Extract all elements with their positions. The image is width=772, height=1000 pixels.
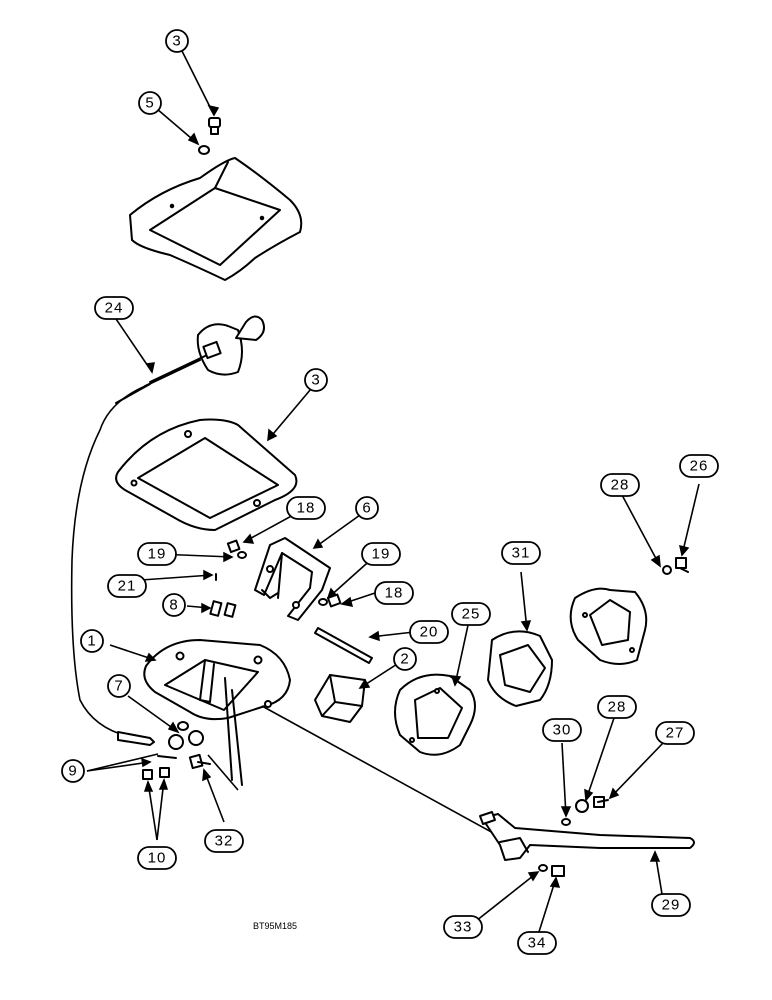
svg-text:9: 9 — [68, 763, 77, 780]
bolt-4 — [208, 117, 221, 135]
boot-3 — [115, 418, 298, 531]
svg-text:1: 1 — [87, 633, 96, 650]
washer-5 — [198, 145, 210, 155]
washer-19-right — [318, 598, 328, 606]
callout-3: 3 — [304, 368, 328, 392]
callout-27: 27 — [655, 721, 695, 745]
svg-text:20: 20 — [420, 624, 439, 641]
bolt-8 — [209, 600, 237, 618]
svg-text:29: 29 — [662, 897, 681, 914]
callout-1: 1 — [80, 629, 104, 653]
callout-25: 25 — [451, 602, 491, 626]
svg-text:34: 34 — [528, 935, 547, 952]
drawing-code: BT95M185 — [253, 921, 297, 931]
callout-6: 6 — [355, 496, 379, 520]
bolt-32 — [188, 753, 211, 770]
washer-29 — [561, 818, 571, 826]
pin-9 — [157, 755, 177, 759]
svg-text:18: 18 — [297, 500, 316, 517]
callout-26: 26 — [679, 454, 719, 478]
callout-19-right: 19 — [361, 542, 401, 566]
callout-7: 7 — [107, 674, 131, 698]
washer-33 — [538, 864, 548, 872]
leader-arrowheads — [141, 104, 690, 888]
callout-2: 2 — [393, 647, 417, 671]
callout-33: 33 — [443, 915, 483, 939]
callout-20: 20 — [409, 620, 449, 644]
washer-28-upper — [662, 565, 672, 575]
callout-34: 34 — [517, 931, 557, 955]
svg-text:10: 10 — [148, 850, 167, 867]
svg-text:25: 25 — [462, 606, 481, 623]
callout-31: 29 — [651, 893, 691, 917]
callout-10: 10 — [137, 846, 177, 870]
callout-18-lower: 18 — [374, 581, 414, 605]
throttle-control — [70, 315, 265, 746]
washer-28-lower — [575, 799, 589, 813]
plate-2 — [314, 674, 366, 723]
callout-19-left: 19 — [137, 542, 177, 566]
svg-text:3: 3 — [172, 33, 181, 50]
link-rod — [261, 705, 516, 846]
callout-8: 8 — [162, 593, 186, 617]
callout-32: 32 — [204, 829, 244, 853]
nut-34 — [551, 865, 565, 877]
svg-text:28: 28 — [611, 477, 630, 494]
bracket-6 — [254, 537, 331, 621]
svg-text:5: 5 — [145, 95, 154, 112]
bolt-18-left — [226, 539, 241, 554]
svg-text:8: 8 — [169, 597, 178, 614]
svg-text:32: 32 — [215, 833, 234, 850]
svg-text:2: 2 — [400, 651, 409, 668]
callout-28-lower: 28 — [597, 695, 637, 719]
svg-text:31: 31 — [512, 545, 531, 562]
svg-text:27: 27 — [666, 725, 685, 742]
callout-21: 21 — [107, 574, 147, 598]
gasket-25 — [394, 673, 476, 756]
bolt-26 — [675, 557, 689, 573]
plate-1 — [143, 639, 291, 791]
svg-text:19: 19 — [372, 546, 391, 563]
callout-5: 5 — [138, 91, 162, 115]
svg-text:30: 30 — [553, 722, 572, 739]
svg-text:28: 28 — [608, 699, 627, 716]
callout-18-upper: 18 — [286, 496, 326, 520]
washer-19-left — [237, 551, 247, 559]
gasket-28 — [569, 587, 648, 665]
seat-cushion — [129, 157, 303, 281]
boot-30 — [487, 630, 553, 707]
lever-31 — [479, 811, 695, 861]
nut-10 — [142, 767, 170, 780]
callout-9: 9 — [61, 759, 85, 783]
callout-4: 3 — [165, 29, 189, 53]
callout-28-upper: 28 — [600, 473, 640, 497]
svg-text:26: 26 — [690, 458, 709, 475]
spacer-7 — [168, 721, 204, 750]
svg-text:19: 19 — [148, 546, 167, 563]
svg-text:24: 24 — [105, 300, 124, 317]
callout-24: 24 — [94, 296, 134, 320]
svg-text:21: 21 — [118, 578, 137, 595]
svg-text:7: 7 — [114, 678, 123, 695]
callout-30: 31 — [501, 541, 541, 565]
bolt-27 — [593, 796, 609, 808]
callout-29: 30 — [542, 718, 582, 742]
svg-text:6: 6 — [362, 500, 371, 517]
svg-text:33: 33 — [454, 919, 473, 936]
svg-text:3: 3 — [311, 372, 320, 389]
rod-20 — [314, 627, 373, 664]
svg-text:18: 18 — [385, 585, 404, 602]
